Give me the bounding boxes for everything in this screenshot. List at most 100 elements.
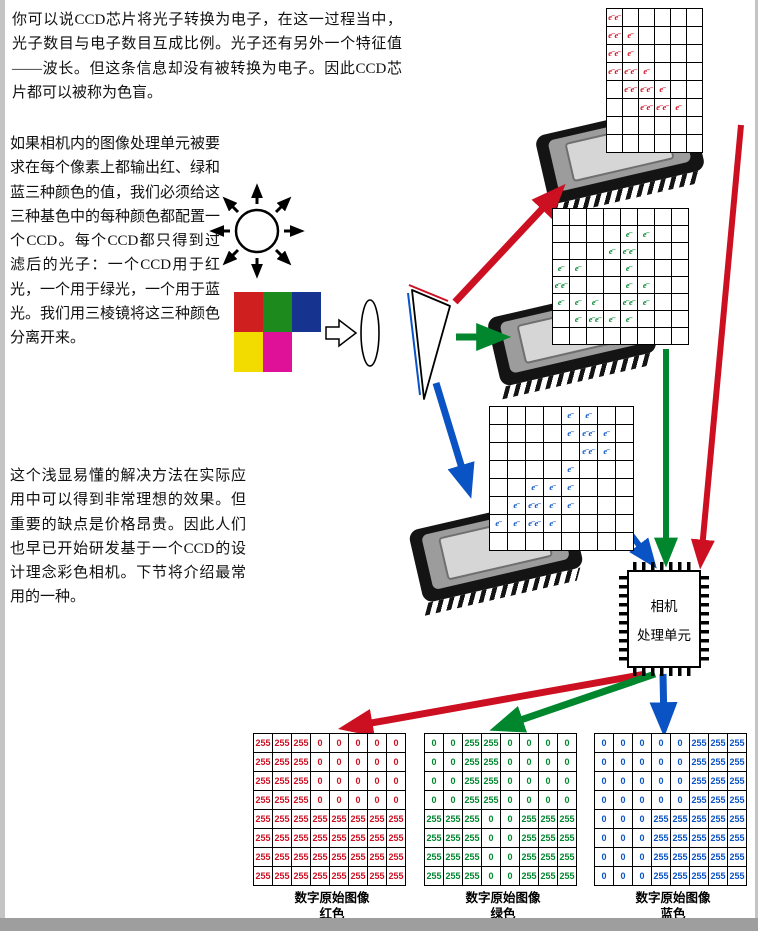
matrix-cell: 255 [728,791,746,809]
matrix-cell: 255 [368,848,386,866]
matrix-cell: 255 [671,810,689,828]
ccd-cell: e⁻ [598,425,615,442]
electron-symbol: e⁻ [625,228,633,239]
electron-symbol: e⁻ [608,66,615,77]
ccd-cell: e⁻ [553,260,569,276]
matrix-label-blue: 数字原始图像 蓝色 [594,890,752,922]
matrix-cell: 0 [633,810,651,828]
matrix-cell: 0 [614,848,632,866]
matrix-cell: 255 [349,848,367,866]
electron-symbol: e⁻ [662,102,670,113]
matrix-cell: 0 [501,848,519,866]
ccd-cell [655,311,671,327]
ccd-cell [623,9,638,26]
matrix-cell: 255 [463,810,481,828]
ccd-grid-red: e⁻e⁻e⁻e⁻e⁻e⁻e⁻e⁻e⁻e⁻e⁻e⁻e⁻e⁻e⁻e⁻e⁻e⁻e⁻e⁻… [606,8,703,153]
ccd-cell [672,294,688,310]
electron-symbol: e⁻ [642,228,650,239]
ccd-cell [526,425,543,442]
matrix-cell: 0 [633,772,651,790]
electron-symbol: e⁻ [582,428,589,439]
matrix-cell: 255 [728,810,746,828]
processor-pins-bottom [633,668,695,676]
electron-symbol: e⁻ [513,518,520,529]
matrix-cell: 255 [463,734,481,752]
matrix-cell: 0 [349,791,367,809]
electron-symbol: e⁻ [567,410,574,421]
sun-icon [209,183,305,279]
electron-symbol: e⁻ [622,245,630,256]
ccd-cell [604,294,620,310]
ccd-cell [623,117,638,134]
electron-symbol: e⁻ [567,464,574,475]
ccd-cell: e⁻ [508,515,525,532]
ccd-cell [490,443,507,460]
ccd-cell: e⁻e⁻ [607,63,622,80]
matrix-cell: 0 [633,848,651,866]
matrix-cell: 0 [671,772,689,790]
matrix-cell: 0 [614,734,632,752]
processor-pins-left [619,576,627,662]
ccd-cell [687,9,702,26]
ccd-cell [490,425,507,442]
matrix-cell: 255 [387,810,405,828]
ccd-cell: e⁻e⁻ [580,443,597,460]
ccd-cell [580,497,597,514]
ccd-cell: e⁻e⁻ [607,9,622,26]
ccd-cell [638,260,654,276]
ccd-cell: e⁻ [621,311,637,327]
matrix-cell: 0 [444,753,462,771]
electron-symbol: e⁻ [625,313,633,324]
slide-edge-left [0,0,5,931]
matrix-cell: 255 [463,753,481,771]
matrix-cell: 255 [292,848,310,866]
electron-symbol: e⁻ [513,500,520,511]
ccd-cell [672,311,688,327]
ccd-cell [671,9,686,26]
electron-symbol: e⁻ [622,296,630,307]
ccd-cell [526,533,543,550]
paragraph-cost-drawback: 这个浅显易懂的解决方法在实际应用中可以得到非常理想的效果。但重要的缺点是价格昂贵… [10,468,246,606]
ccd-cell [508,407,525,424]
electron-symbol: e⁻ [534,518,542,529]
slide-edge-bottom [0,918,758,931]
matrix-cell: 255 [690,829,708,847]
matrix-cell: 255 [273,753,291,771]
matrix-cell: 255 [728,734,746,752]
matrix-cell: 255 [690,810,708,828]
matrix-label-title: 数字原始图像 [294,891,370,905]
electron-symbol: e⁻ [588,313,596,324]
ccd-cell [655,243,671,259]
matrix-cell: 0 [444,772,462,790]
matrix-cell: 255 [463,772,481,790]
processor-pins-right [701,576,709,662]
ccd-cell [616,425,633,442]
matrix-cell: 255 [425,867,443,885]
matrix-cell: 0 [633,829,651,847]
electron-symbol: e⁻ [531,482,538,493]
ccd-cell [570,226,586,242]
ccd-cell [544,533,561,550]
matrix-cell: 0 [558,734,576,752]
ccd-cell [544,407,561,424]
source-color-cell [234,332,263,372]
electron-symbol: e⁻ [642,296,650,307]
electron-symbol: e⁻ [625,279,633,290]
matrix-cell: 255 [463,829,481,847]
ccd-cell [570,328,586,344]
arrow-green-to-matrix [489,670,657,733]
matrix-cell: 255 [690,734,708,752]
ccd-grid-blue: e⁻e⁻e⁻e⁻e⁻e⁻e⁻e⁻e⁻e⁻e⁻e⁻e⁻e⁻e⁻e⁻e⁻e⁻e⁻e⁻… [489,406,634,551]
electron-symbol: e⁻ [608,48,615,59]
ccd-cell: e⁻e⁻ [639,81,654,98]
matrix-cell: 255 [311,848,329,866]
matrix-cell: 0 [595,734,613,752]
matrix-cell: 255 [520,810,538,828]
arrow-red-to-processor [690,124,744,570]
ccd-cell [553,328,569,344]
electron-symbol: e⁻ [549,482,556,493]
ccd-cell: e⁻ [562,425,579,442]
ccd-cell: e⁻ [544,479,561,496]
electron-symbol: e⁻ [630,84,638,95]
ccd-cell [508,533,525,550]
